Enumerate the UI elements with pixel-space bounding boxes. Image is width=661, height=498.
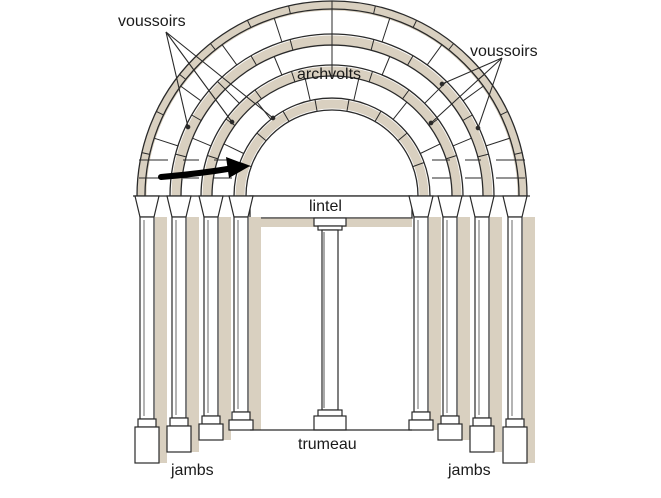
voussoir-joint xyxy=(223,143,244,154)
lintel-label: lintel xyxy=(309,198,342,215)
voussoir-joint xyxy=(462,85,484,102)
voussoir-joint xyxy=(373,5,376,14)
voussoir-joint xyxy=(304,78,311,101)
voussoir-joint xyxy=(346,99,350,112)
voussoir-joint xyxy=(273,18,283,43)
voussoir-joint xyxy=(224,88,240,104)
voussoir-joint xyxy=(289,39,294,51)
voussoir-joint xyxy=(462,114,473,121)
voussoir-joint xyxy=(221,44,238,66)
voussoir-joint xyxy=(154,137,179,147)
voussoirs-label-right: voussoirs xyxy=(470,43,538,60)
trumeau-label: trumeau xyxy=(298,436,357,453)
leader-lines xyxy=(165,31,503,131)
voussoir-joint xyxy=(477,153,489,158)
jamb-column xyxy=(134,195,167,464)
voussoir-joint xyxy=(426,44,443,66)
archvolts-label: archvolts xyxy=(297,66,362,83)
voussoir-joint xyxy=(207,155,219,160)
voussoir-joint xyxy=(452,137,472,147)
voussoir-joint xyxy=(485,137,510,147)
voussoir-joint xyxy=(291,71,296,83)
voussoir-joint xyxy=(141,152,150,155)
voussoir-joint xyxy=(424,88,440,104)
voussoir-joint xyxy=(250,55,257,66)
voussoir-joint xyxy=(217,81,226,90)
jamb-column xyxy=(228,195,261,431)
jambs-label-left: jambs xyxy=(171,462,214,479)
voussoir-joint xyxy=(210,43,216,51)
voussoir-joint xyxy=(314,99,318,112)
voussoir-joint xyxy=(381,18,391,43)
voussoir-joint xyxy=(402,89,410,100)
voussoir-joint xyxy=(397,132,408,142)
voussoir-joint xyxy=(254,89,262,100)
voussoir-joint xyxy=(420,143,441,154)
voussoir-joint xyxy=(273,56,283,76)
voussoir-joint xyxy=(192,137,212,147)
jamb-column xyxy=(166,195,199,453)
jamb-column xyxy=(502,195,535,464)
voussoir-joint xyxy=(445,155,457,160)
voussoir-joint xyxy=(368,71,373,83)
voussoir-joint xyxy=(288,5,291,14)
voussoir-joint xyxy=(374,110,382,122)
voussoir-joint xyxy=(448,43,454,51)
jamb-column xyxy=(408,195,441,431)
voussoir-joint xyxy=(500,110,508,116)
trumeau-column xyxy=(313,217,347,431)
voussoir-joint xyxy=(191,114,202,121)
voussoirs-label-left: voussoirs xyxy=(118,13,186,30)
voussoir-joint xyxy=(381,56,391,76)
voussoir-joint xyxy=(353,78,360,101)
voussoir-joint xyxy=(412,162,425,168)
voussoir-joint xyxy=(179,74,187,80)
voussoir-joint xyxy=(282,110,290,122)
voussoir-joint xyxy=(514,152,523,155)
voussoir-joint xyxy=(392,101,408,120)
voussoir-joint xyxy=(407,55,414,66)
voussoir-joint xyxy=(412,20,418,28)
voussoir-joint xyxy=(256,132,267,142)
jamb-column xyxy=(437,195,470,441)
voussoir-joint xyxy=(175,153,187,158)
jamb-columns xyxy=(134,195,535,464)
jamb-column xyxy=(469,195,502,453)
voussoir-joint xyxy=(370,39,375,51)
annotation-arrow xyxy=(158,157,250,180)
voussoir-joint xyxy=(156,110,164,116)
voussoir-joint xyxy=(180,85,202,102)
jambs-label-right: jambs xyxy=(448,462,491,479)
jamb-column xyxy=(198,195,231,441)
voussoir-joint xyxy=(246,20,252,28)
